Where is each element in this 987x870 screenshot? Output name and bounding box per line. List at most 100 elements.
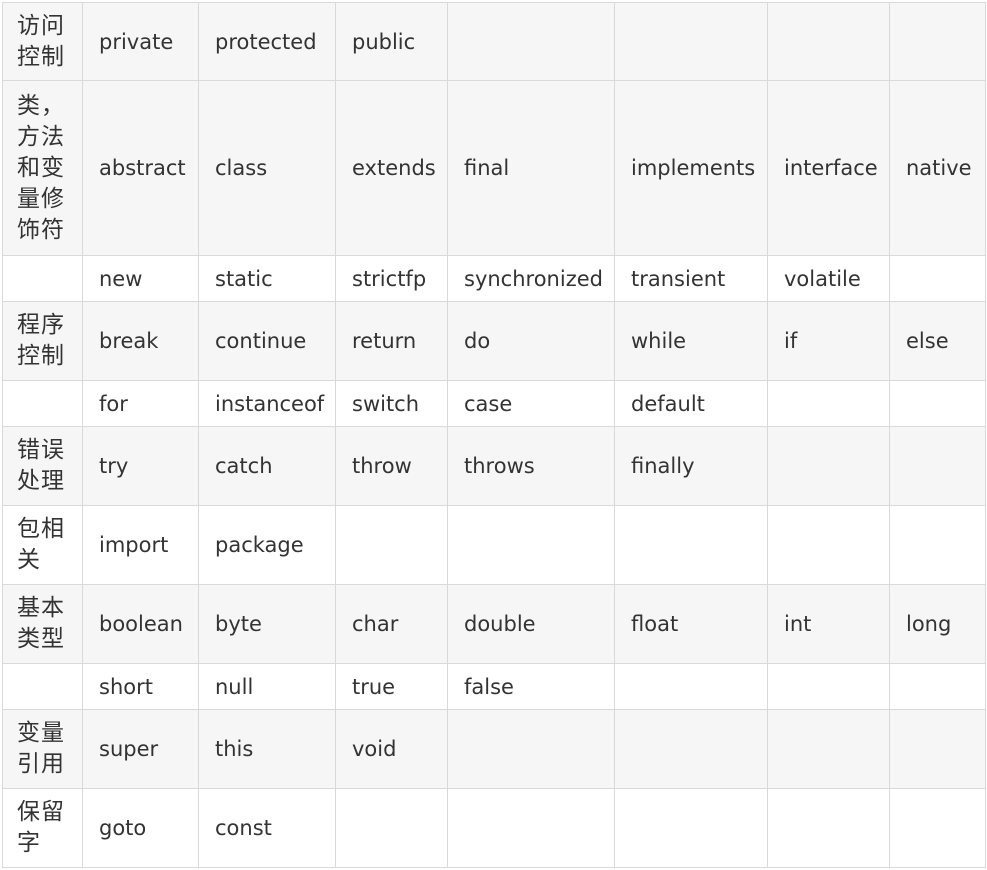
keyword-cell: volatile — [767, 255, 890, 302]
keyword-cell: break — [82, 301, 199, 381]
keyword-cell: extends — [335, 80, 448, 256]
category-cell — [2, 663, 83, 710]
keyword-cell: instanceof — [198, 380, 336, 427]
empty-cell — [767, 505, 890, 585]
empty-cell — [614, 2, 768, 81]
keyword-cell: false — [447, 663, 615, 710]
keyword-cell: protected — [198, 2, 336, 81]
keyword-cell: package — [198, 505, 336, 585]
empty-cell — [447, 2, 615, 81]
keyword-cell: float — [614, 584, 768, 664]
keyword-cell: null — [198, 663, 336, 710]
keyword-cell: byte — [198, 584, 336, 664]
empty-cell — [889, 380, 986, 427]
keyword-cell: strictfp — [335, 255, 448, 302]
empty-cell — [767, 709, 890, 789]
keyword-cell: default — [614, 380, 768, 427]
keyword-cell: else — [889, 301, 986, 381]
keyword-cell: case — [447, 380, 615, 427]
empty-cell — [447, 505, 615, 585]
keyword-cell: synchronized — [447, 255, 615, 302]
empty-cell — [447, 709, 615, 789]
keyword-cell: native — [889, 80, 986, 256]
empty-cell — [614, 788, 768, 868]
keyword-cell: implements — [614, 80, 768, 256]
empty-cell — [889, 426, 986, 506]
keyword-cell: short — [82, 663, 199, 710]
keyword-cell: int — [767, 584, 890, 664]
keyword-cell: catch — [198, 426, 336, 506]
keyword-cell: private — [82, 2, 199, 81]
keyword-cell: this — [198, 709, 336, 789]
keyword-cell: goto — [82, 788, 199, 868]
empty-cell — [335, 788, 448, 868]
keyword-cell: boolean — [82, 584, 199, 664]
keyword-cell: if — [767, 301, 890, 381]
empty-cell — [335, 505, 448, 585]
keyword-cell: const — [198, 788, 336, 868]
keyword-cell: do — [447, 301, 615, 381]
keyword-cell: try — [82, 426, 199, 506]
category-cell: 基本类型 — [2, 584, 83, 664]
empty-cell — [889, 255, 986, 302]
keyword-cell: while — [614, 301, 768, 381]
category-cell: 变量引用 — [2, 709, 83, 789]
category-cell: 保留字 — [2, 788, 83, 868]
empty-cell — [614, 505, 768, 585]
category-cell: 错误处理 — [2, 426, 83, 506]
keyword-cell: for — [82, 380, 199, 427]
category-cell: 程序控制 — [2, 301, 83, 381]
category-cell — [2, 255, 83, 302]
keyword-cell: finally — [614, 426, 768, 506]
keyword-cell: abstract — [82, 80, 199, 256]
keyword-cell: class — [198, 80, 336, 256]
keyword-cell: import — [82, 505, 199, 585]
keyword-cell: switch — [335, 380, 448, 427]
category-cell: 包相关 — [2, 505, 83, 585]
keyword-cell: new — [82, 255, 199, 302]
empty-cell — [614, 663, 768, 710]
keyword-cell: interface — [767, 80, 890, 256]
keyword-cell: static — [198, 255, 336, 302]
keyword-cell: void — [335, 709, 448, 789]
empty-cell — [614, 709, 768, 789]
keyword-cell: true — [335, 663, 448, 710]
empty-cell — [767, 663, 890, 710]
keyword-cell: return — [335, 301, 448, 381]
category-cell — [2, 380, 83, 427]
empty-cell — [767, 788, 890, 868]
empty-cell — [767, 2, 890, 81]
keyword-cell: super — [82, 709, 199, 789]
category-cell: 访问控制 — [2, 2, 83, 81]
keyword-cell: throw — [335, 426, 448, 506]
keyword-cell: char — [335, 584, 448, 664]
keyword-cell: long — [889, 584, 986, 664]
empty-cell — [447, 788, 615, 868]
category-cell: 类，方法和变量修饰符 — [2, 80, 83, 256]
keyword-cell: continue — [198, 301, 336, 381]
keyword-cell: double — [447, 584, 615, 664]
keyword-cell: public — [335, 2, 448, 81]
keyword-cell: throws — [447, 426, 615, 506]
empty-cell — [889, 709, 986, 789]
empty-cell — [889, 788, 986, 868]
empty-cell — [767, 426, 890, 506]
keyword-cell: transient — [614, 255, 768, 302]
empty-cell — [889, 2, 986, 81]
empty-cell — [889, 505, 986, 585]
empty-cell — [889, 663, 986, 710]
empty-cell — [767, 380, 890, 427]
